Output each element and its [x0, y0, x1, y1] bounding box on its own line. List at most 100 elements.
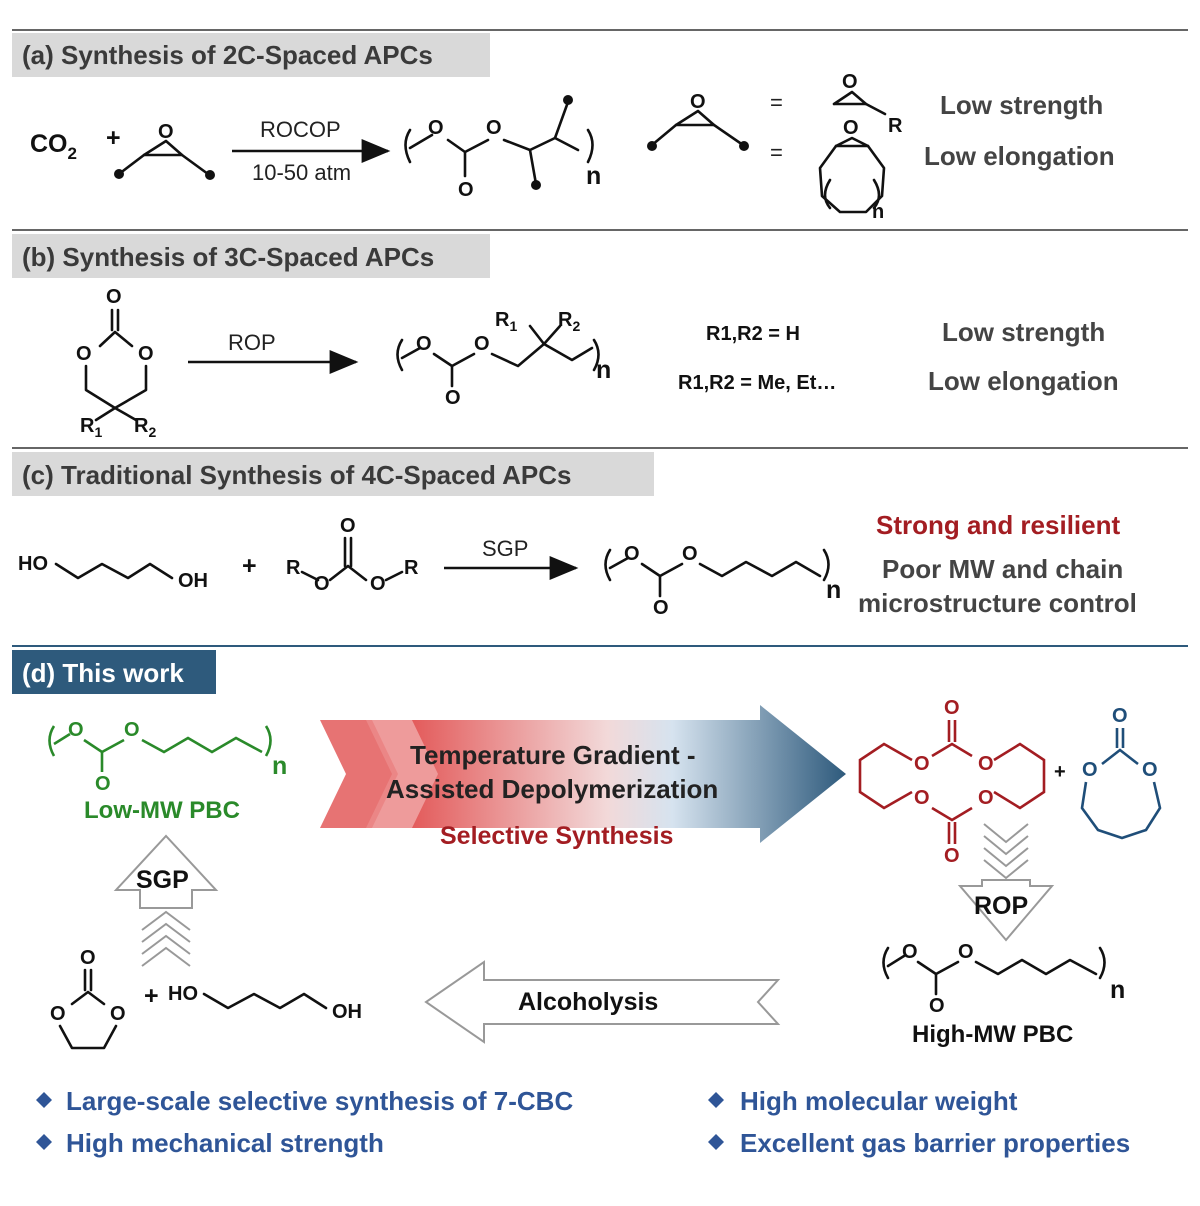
section-b-prop-2: Low elongation	[928, 366, 1119, 396]
sgp-label-c: SGP	[482, 536, 528, 561]
svg-text:O: O	[458, 179, 474, 201]
polycarbonate-2c-structure: O O O n	[404, 95, 601, 201]
section-a-prop-2: Low elongation	[924, 141, 1115, 171]
low-mw-pbc-structure: O O O n	[48, 719, 287, 795]
bullet-item: Large-scale selective synthesis of 7-CBC	[36, 1086, 573, 1116]
svg-text:R1: R1	[80, 415, 102, 440]
section-d-title: (d) This work	[22, 658, 184, 688]
rop-label-b: ROP	[228, 330, 276, 355]
section-d: (d) This work O O O n Low-MW PBC Tempera…	[12, 645, 1188, 1050]
cyclic-epoxide-structure: O n	[818, 117, 886, 223]
diamond-icon	[36, 1092, 52, 1108]
svg-text:R: R	[404, 557, 419, 579]
svg-text:Large-scale selective synthesi: Large-scale selective synthesis of 7-CBC	[66, 1086, 573, 1116]
svg-text:O: O	[50, 1003, 66, 1025]
diamond-icon	[36, 1134, 52, 1150]
section-a-title: (a) Synthesis of 2C-Spaced APCs	[22, 40, 433, 70]
svg-text:O: O	[340, 515, 356, 537]
section-c-prop-3: microstructure control	[858, 588, 1137, 618]
svg-text:OH: OH	[332, 1001, 362, 1023]
svg-text:High mechanical strength: High mechanical strength	[66, 1128, 384, 1158]
svg-text:O: O	[902, 941, 918, 963]
epoxide-structure-2: O	[647, 91, 749, 151]
diamond-icon	[708, 1134, 724, 1150]
co2-label: CO2	[30, 130, 77, 163]
svg-text:R2: R2	[134, 415, 156, 440]
section-b-prop-1: Low strength	[942, 317, 1105, 347]
svg-text:O: O	[474, 333, 490, 355]
svg-text:O: O	[486, 117, 502, 139]
svg-text:O: O	[138, 343, 154, 365]
plus-sign-d: +	[1054, 761, 1066, 783]
svg-text:High molecular weight: High molecular weight	[740, 1086, 1018, 1116]
selective-synthesis-label: Selective Synthesis	[440, 822, 673, 850]
plus-sign-d2: +	[144, 982, 159, 1010]
section-b-header-bg	[12, 234, 490, 278]
svg-text:O: O	[944, 697, 960, 719]
section-a-header-bg	[12, 33, 490, 77]
butanediol-structure: HO OH	[18, 553, 208, 592]
svg-text:R2: R2	[558, 309, 580, 334]
alcoholysis-arrow	[424, 960, 781, 1044]
svg-text:O: O	[978, 787, 994, 809]
svg-text:O: O	[314, 573, 330, 595]
svg-text:Excellent gas barrier properti: Excellent gas barrier properties	[740, 1128, 1130, 1158]
svg-text:O: O	[843, 117, 859, 139]
svg-text:O: O	[110, 1003, 126, 1025]
svg-text:n: n	[586, 162, 601, 190]
section-c-prop-red: Strong and resilient	[876, 510, 1120, 540]
alkyl-epoxide-structure: O R	[832, 71, 903, 137]
ethylene-carbonate-structure: O O O	[50, 947, 126, 1050]
svg-text:O: O	[445, 387, 461, 409]
equals-2: =	[770, 140, 783, 165]
svg-text:HO: HO	[168, 983, 198, 1005]
section-c-title: (c) Traditional Synthesis of 4C-Spaced A…	[22, 460, 572, 490]
svg-text:n: n	[1110, 976, 1125, 1004]
epoxide-structure: O	[114, 121, 215, 180]
seven-membered-carbonate-structure: O O O	[1080, 705, 1162, 840]
rocop-label: ROCOP	[260, 117, 341, 142]
svg-text:O: O	[68, 719, 84, 741]
svg-text:O: O	[1082, 759, 1098, 781]
section-a-prop-1: Low strength	[940, 90, 1103, 120]
sgp-label-d: SGP	[136, 866, 189, 894]
svg-text:O: O	[944, 845, 960, 867]
arrow-line-1: Temperature Gradient -	[410, 740, 696, 770]
low-mw-pbc-label: Low-MW PBC	[84, 797, 240, 824]
svg-text:n: n	[596, 356, 611, 384]
svg-text:O: O	[124, 719, 140, 741]
polycarbonate-3c-structure: O O O R1 R2 n	[396, 309, 611, 409]
condition-1: R1,R2 = H	[706, 323, 800, 345]
svg-text:O: O	[653, 597, 669, 619]
rop-label-d: ROP	[974, 892, 1028, 920]
condition-2: R1,R2 = Me, Et…	[678, 372, 836, 394]
depolymerization-arrow	[320, 705, 846, 843]
section-a: (a) Synthesis of 2C-Spaced APCs CO2 + O …	[12, 29, 1188, 223]
svg-text:O: O	[428, 117, 444, 139]
plus-sign-c: +	[242, 552, 257, 580]
section-d-header-bg	[12, 650, 216, 694]
sgp-up-arrow	[113, 834, 219, 967]
diamond-icon	[708, 1092, 724, 1108]
svg-text:R1: R1	[495, 309, 517, 334]
high-mw-pbc-label: High-MW PBC	[912, 1021, 1073, 1048]
section-c-header-bg	[12, 452, 654, 496]
svg-text:O: O	[914, 787, 930, 809]
section-b-title: (b) Synthesis of 3C-Spaced APCs	[22, 242, 434, 272]
svg-text:R: R	[888, 115, 903, 137]
svg-text:O: O	[1142, 759, 1158, 781]
svg-text:O: O	[682, 543, 698, 565]
alcoholysis-label: Alcoholysis	[518, 988, 658, 1016]
bullet-item: Excellent gas barrier properties	[708, 1128, 1130, 1158]
svg-text:O: O	[416, 333, 432, 355]
svg-text:OH: OH	[178, 570, 208, 592]
svg-text:O: O	[76, 343, 92, 365]
plus-sign: +	[106, 124, 121, 152]
butanediol-structure-d: HO OH	[168, 983, 362, 1023]
svg-text:O: O	[624, 543, 640, 565]
svg-text:O: O	[80, 947, 96, 969]
svg-text:n: n	[272, 752, 287, 780]
arrow-line-2: Assisted Depolymerization	[386, 774, 718, 804]
svg-text:O: O	[95, 773, 111, 795]
